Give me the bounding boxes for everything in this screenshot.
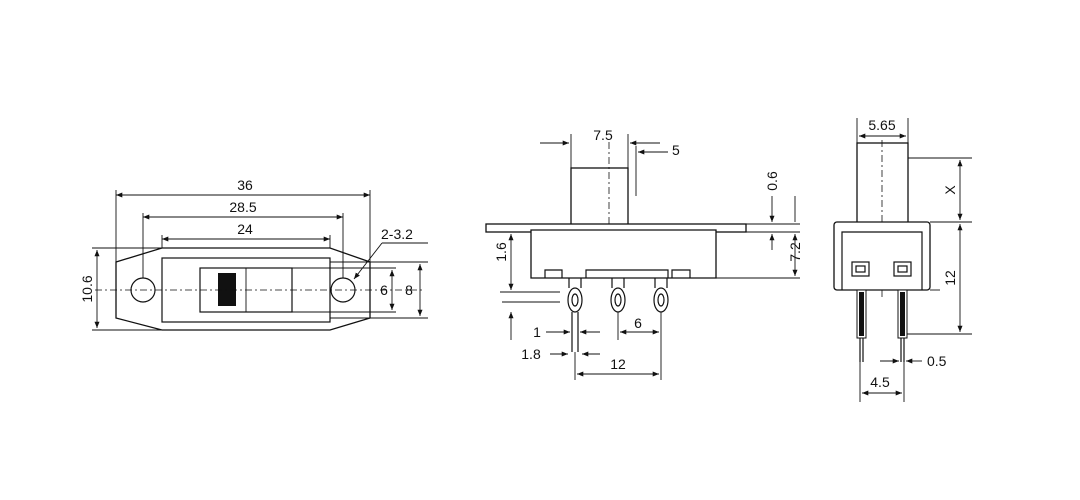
dim-label-1: 1 [533, 324, 541, 340]
slider-knob [218, 273, 236, 306]
dim-label-7-5: 7.5 [593, 127, 613, 143]
end-view: 5.65 X 12 0.5 4.5 [833, 117, 972, 402]
end-actuator [856, 142, 909, 226]
dim-label-12-height: 12 [942, 270, 958, 286]
dim-label-0-6: 0.6 [764, 171, 780, 191]
side-housing [530, 229, 717, 279]
dim-label-1-8: 1.8 [521, 346, 541, 362]
dim-label-12-span: 12 [610, 356, 626, 372]
side-actuator [570, 167, 629, 227]
end-pins [856, 289, 908, 362]
dim-label-7-2: 7.2 [787, 242, 803, 262]
dim-label-6: 6 [380, 282, 388, 298]
dim-label-x: X [942, 185, 958, 195]
dim-label-0-5: 0.5 [927, 353, 947, 369]
hole-leader [353, 242, 383, 280]
dim-label-1-6: 1.6 [493, 242, 509, 262]
dim-label-36: 36 [237, 177, 253, 193]
side-view: 7.5 5 0.6 7.2 1.6 1 6 1.8 [485, 127, 803, 380]
dim-label-holes: 2-3.2 [381, 226, 413, 242]
dim-label-5-65: 5.65 [868, 117, 895, 133]
end-housing [833, 221, 931, 291]
dim-label-10-6: 10.6 [79, 275, 95, 302]
front-view: 36 28.5 24 2-3.2 10.6 6 8 [79, 177, 428, 331]
dim-label-6-pitch: 6 [634, 315, 642, 331]
dim-label-24: 24 [237, 221, 253, 237]
dim-label-8: 8 [405, 282, 413, 298]
dim-label-5: 5 [672, 142, 680, 158]
dim-label-4-5: 4.5 [870, 374, 890, 390]
dim-label-28-5: 28.5 [229, 199, 256, 215]
